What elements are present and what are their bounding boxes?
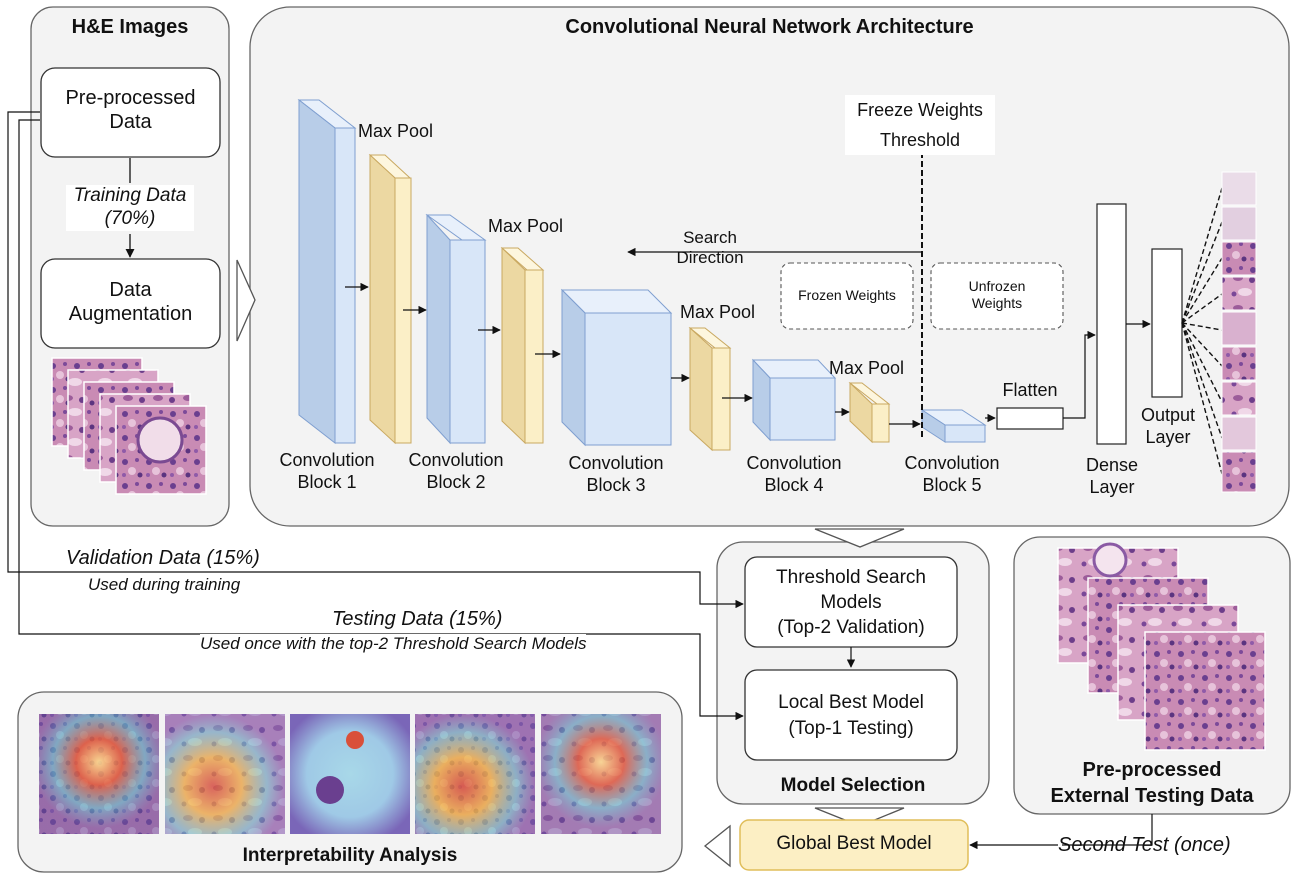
training-data-label: Training Data(70%) bbox=[66, 185, 194, 231]
conv-block-2-shape bbox=[425, 213, 487, 445]
max-pool-2-shape bbox=[500, 246, 545, 445]
global-best-model-box bbox=[739, 819, 969, 871]
external-testing-images bbox=[1057, 542, 1266, 751]
cnn-architecture-title: Convolutional Neural Network Architectur… bbox=[565, 16, 974, 38]
augmented-images-stack bbox=[51, 357, 207, 495]
heatmap-images bbox=[39, 714, 661, 834]
global-best-model-label: Global Best Model bbox=[776, 833, 932, 854]
conv-block-1-shape bbox=[297, 98, 357, 445]
conv-block-5-shape bbox=[920, 409, 987, 443]
max-pool-3-shape bbox=[688, 326, 732, 452]
cnn-to-selection-arrow bbox=[814, 528, 905, 548]
conv-block-3-shape bbox=[560, 288, 673, 447]
testing-data-label: Testing Data (15%) bbox=[332, 608, 503, 630]
dense-layer-shape bbox=[1096, 203, 1127, 445]
second-test-label: Second Test (once) bbox=[1058, 834, 1231, 856]
model-selection-title: Model Selection bbox=[780, 775, 926, 796]
frozen-weights-box bbox=[780, 262, 914, 330]
max-pool-2-label: Max Pool bbox=[488, 216, 564, 236]
he-to-cnn-arrow bbox=[236, 259, 256, 342]
interpretability-title: Interpretability Analysis bbox=[242, 845, 458, 866]
testing-usage-label: Used once with the top-2 Threshold Searc… bbox=[200, 634, 587, 655]
max-pool-1-label: Max Pool bbox=[358, 121, 434, 141]
max-pool-4-shape bbox=[848, 381, 891, 444]
validation-usage-label: Used during training bbox=[88, 575, 241, 594]
local-best-model-label: Local Best Model(Top-1 Testing) bbox=[778, 692, 924, 739]
max-pool-3-label: Max Pool bbox=[680, 302, 756, 322]
global-to-interpretability-arrow bbox=[703, 824, 731, 868]
unfrozen-weights-box bbox=[930, 262, 1064, 330]
local-best-model-box bbox=[744, 669, 958, 761]
preprocessed-data-box bbox=[40, 67, 221, 158]
conv-block-4-shape bbox=[751, 358, 837, 442]
flatten-layer-shape bbox=[996, 407, 1064, 430]
output-class-links bbox=[1181, 187, 1223, 475]
validation-data-label: Validation Data (15%) bbox=[66, 547, 260, 569]
frozen-weights-label: Frozen Weights bbox=[798, 287, 896, 303]
output-class-thumbnails bbox=[1221, 171, 1257, 493]
validation-flow-line bbox=[7, 111, 744, 609]
max-pool-1-shape bbox=[368, 153, 412, 445]
selection-to-global-arrow bbox=[814, 807, 905, 827]
max-pool-4-label: Max Pool bbox=[829, 358, 905, 378]
flatten-label: Flatten bbox=[1002, 380, 1058, 400]
he-images-title: H&E Images bbox=[71, 16, 189, 38]
output-layer-shape bbox=[1151, 248, 1183, 398]
data-augmentation-box bbox=[40, 258, 221, 349]
